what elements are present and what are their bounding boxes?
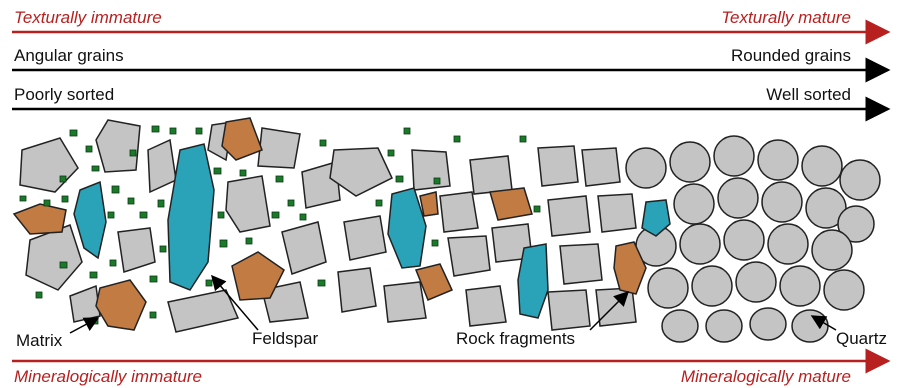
quartz-grain — [824, 270, 864, 310]
quartz-grain — [802, 146, 842, 186]
quartz-grain — [780, 266, 820, 306]
quartz-grain — [598, 194, 636, 232]
rock-fragment — [222, 118, 262, 160]
feldspar-label: Feldspar — [252, 330, 318, 348]
quartz-grain — [768, 224, 808, 264]
quartz-grain — [20, 138, 78, 192]
mineralogy-right-label: Mineralogically mature — [681, 368, 851, 386]
rock-fragment — [490, 188, 532, 220]
feldspar-grain — [168, 144, 214, 290]
quartz-grain — [670, 142, 710, 182]
quartz-grain — [724, 220, 764, 260]
rock-fragments-label: Rock fragments — [456, 330, 575, 348]
quartz-grain — [548, 290, 590, 330]
quartz-grain — [648, 268, 688, 308]
quartz-grain — [226, 176, 270, 232]
quartz-grain — [440, 192, 478, 232]
rock-fragment — [420, 192, 438, 216]
quartz-grain — [282, 222, 326, 274]
quartz-grain — [680, 224, 720, 264]
quartz-grain — [792, 310, 828, 342]
matrix-label: Matrix — [16, 332, 62, 350]
rock-fragment — [96, 280, 146, 330]
quartz-grain — [596, 288, 636, 326]
quartz-grain — [412, 150, 450, 190]
quartz-grain — [96, 120, 140, 172]
rock-fragment — [14, 204, 66, 234]
angularity-right-label: Rounded grains — [731, 47, 851, 65]
grain-field — [14, 118, 880, 342]
texture-left-label: Texturally immature — [14, 9, 162, 27]
feldspar-grain — [74, 182, 106, 258]
quartz-grain — [718, 178, 758, 218]
quartz-grain — [840, 160, 880, 200]
quartz-grain — [582, 148, 620, 186]
quartz-grain — [762, 182, 802, 222]
mineralogy-left-label: Mineralogically immature — [14, 368, 202, 386]
quartz-grain — [258, 128, 300, 168]
quartz-grain — [466, 286, 506, 326]
quartz-grain — [538, 146, 578, 186]
quartz-grain — [148, 140, 176, 192]
sorting-left-label: Poorly sorted — [14, 86, 114, 104]
quartz-grain — [706, 310, 742, 342]
texture-right-label: Texturally mature — [721, 9, 851, 27]
quartz-grain — [118, 228, 155, 272]
quartz-grain — [750, 308, 786, 340]
quartz-grain — [344, 216, 386, 260]
quartz-grain — [736, 262, 776, 302]
quartz-grain — [470, 156, 512, 194]
quartz-grain — [662, 310, 698, 342]
quartz-grain — [674, 184, 714, 224]
feldspar-grain — [518, 244, 548, 318]
quartz-grain — [758, 140, 798, 180]
quartz-grain — [26, 225, 82, 290]
quartz-grain — [70, 286, 100, 322]
angularity-left-label: Angular grains — [14, 47, 124, 65]
quartz-grain — [548, 196, 590, 236]
quartz-grain — [812, 230, 852, 270]
quartz-grain — [168, 290, 238, 332]
quartz-grain — [338, 268, 376, 312]
quartz-grain — [626, 148, 666, 188]
quartz-grain — [560, 244, 602, 284]
quartz-grain — [448, 236, 490, 276]
sorting-right-label: Well sorted — [766, 86, 851, 104]
quartz-label: Quartz — [836, 330, 887, 348]
quartz-grain — [384, 282, 426, 322]
quartz-grain — [692, 266, 732, 306]
quartz-grain — [714, 136, 754, 176]
